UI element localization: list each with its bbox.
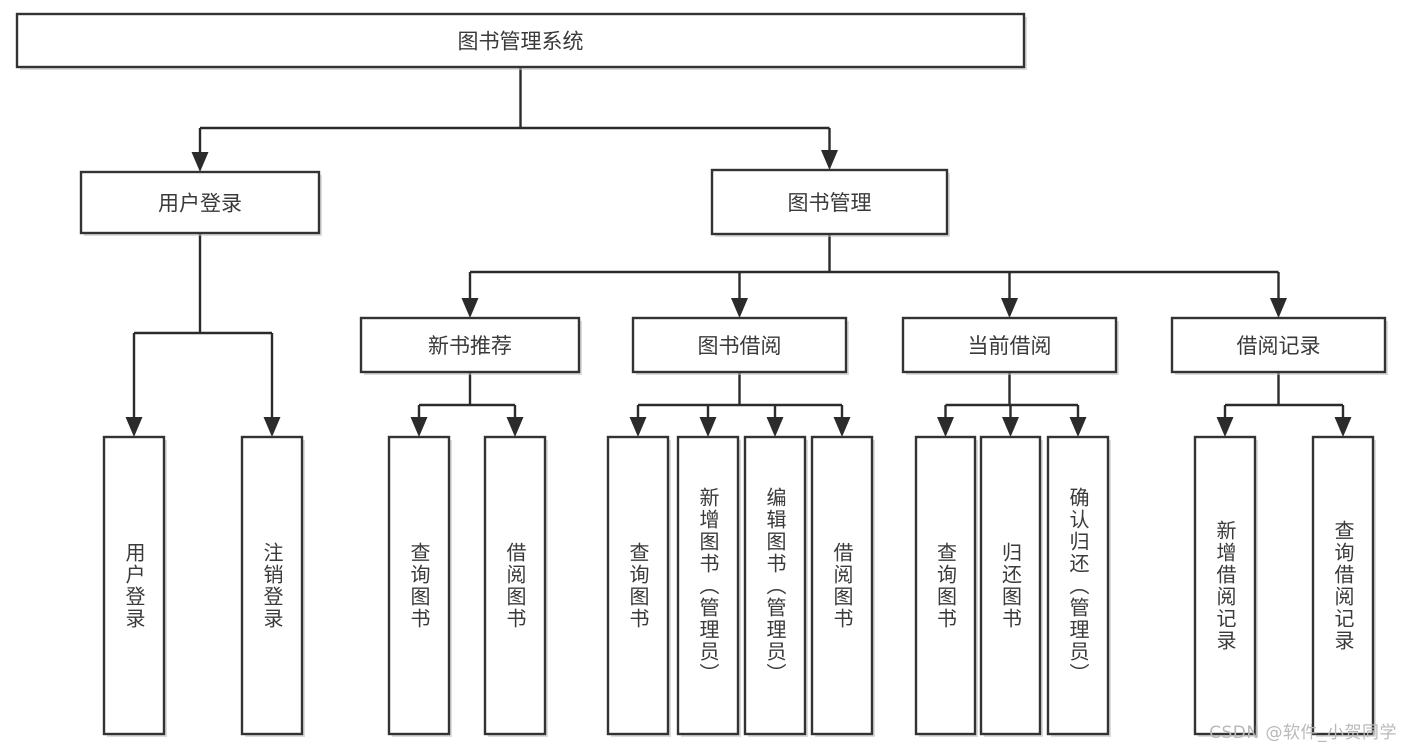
nodes-layer: 图书管理系统用户登录用户登录注销登录图书管理新书推荐查询图书借阅图书图书借阅查询…	[15, 12, 1388, 737]
book-manage-child-2-arrow-icon	[1001, 298, 1018, 318]
node-user-logout[interactable]: 注销登录	[240, 435, 305, 737]
group-3-leaf-0-arrow-icon	[1216, 417, 1234, 437]
node-label-wrap: 查询图书	[933, 541, 958, 630]
node-edit-book-admin[interactable]: 编辑图书（管理员）	[743, 435, 808, 737]
group-3-leaf-1-arrow-icon	[1334, 417, 1352, 437]
node-label: 查询图书	[933, 541, 958, 630]
node-book-borrow[interactable]: 图书借阅	[631, 316, 849, 375]
node-label: 图书管理系统	[458, 30, 584, 54]
node-label: 编辑图书（管理员）	[763, 486, 787, 685]
group-1-leaf-1-arrow-icon	[699, 417, 717, 437]
node-box[interactable]	[1170, 316, 1387, 374]
group-0-leaf-0-arrow-icon	[410, 417, 428, 437]
node-label: 注销登录	[260, 541, 284, 630]
node-label: 借阅图书	[830, 541, 854, 630]
book-manage-child-0-arrow-icon	[461, 298, 479, 318]
node-query-book-2[interactable]: 查询图书	[606, 435, 671, 737]
connectors-layer	[125, 67, 1352, 437]
group-1-leaf-3-arrow-icon	[833, 417, 851, 437]
node-label: 归还图书	[998, 541, 1023, 630]
node-box[interactable]	[901, 316, 1118, 374]
node-label-wrap: 借阅图书	[503, 541, 527, 630]
node-box[interactable]	[676, 435, 740, 736]
node-label-wrap: 查询图书	[407, 541, 431, 630]
user-login-child-1-arrow-icon	[263, 417, 281, 437]
node-current-borrow[interactable]: 当前借阅	[901, 316, 1119, 375]
root-to-book-manage-arrow-icon	[821, 150, 838, 170]
node-box[interactable]	[710, 168, 949, 236]
group-2-leaf-1-arrow-icon	[1002, 417, 1019, 437]
node-label: 当前借阅	[968, 334, 1052, 358]
node-box[interactable]	[387, 435, 451, 736]
group-2-leaf-0-arrow-icon	[937, 417, 954, 437]
node-label-wrap: 编辑图书（管理员）	[763, 486, 787, 685]
node-label-wrap: 新增图书（管理员）	[696, 486, 720, 685]
node-box[interactable]	[79, 170, 321, 235]
node-box[interactable]	[1311, 435, 1375, 736]
node-query-book-1[interactable]: 查询图书	[387, 435, 452, 737]
node-label-wrap: 查询图书	[626, 541, 650, 630]
node-label: 新增图书（管理员）	[696, 486, 720, 685]
node-label-wrap: 归还图书	[998, 541, 1023, 630]
node-query-borrow-record[interactable]: 查询借阅记录	[1311, 435, 1376, 737]
node-box[interactable]	[15, 12, 1026, 69]
node-label: 查询借阅记录	[1331, 519, 1355, 652]
node-label-wrap: 用户登录	[122, 541, 146, 630]
node-user-login[interactable]: 用户登录	[79, 170, 322, 236]
node-box[interactable]	[102, 435, 166, 736]
node-user-login-do[interactable]: 用户登录	[102, 435, 167, 737]
node-label: 用户登录	[158, 192, 242, 216]
node-box[interactable]	[743, 435, 807, 736]
node-label-wrap: 确认归还（管理员）	[1066, 486, 1090, 685]
node-box[interactable]	[359, 316, 581, 374]
book-manage-child-1-arrow-icon	[731, 298, 748, 318]
node-box[interactable]	[810, 435, 874, 736]
node-borrow-book-2[interactable]: 借阅图书	[810, 435, 875, 737]
node-box[interactable]	[1193, 435, 1257, 736]
group-1-leaf-2-arrow-icon	[766, 417, 784, 437]
node-box[interactable]	[1046, 435, 1110, 736]
node-label: 新书推荐	[428, 334, 512, 358]
node-query-book-3[interactable]: 查询图书	[914, 435, 978, 737]
node-label: 新增借阅记录	[1213, 519, 1237, 652]
node-box[interactable]	[914, 435, 977, 736]
node-box[interactable]	[606, 435, 670, 736]
node-label: 确认归还（管理员）	[1066, 486, 1090, 685]
node-new-book-recommend[interactable]: 新书推荐	[359, 316, 582, 375]
node-label: 查询图书	[407, 541, 431, 630]
node-label: 借阅图书	[503, 541, 527, 630]
node-add-borrow-record[interactable]: 新增借阅记录	[1193, 435, 1258, 737]
node-label-wrap: 借阅图书	[830, 541, 854, 630]
node-add-book-admin[interactable]: 新增图书（管理员）	[676, 435, 741, 737]
group-0-leaf-1-arrow-icon	[506, 417, 524, 437]
node-confirm-return-admin[interactable]: 确认归还（管理员）	[1046, 435, 1111, 737]
node-label: 图书借阅	[698, 334, 782, 358]
node-label: 查询图书	[626, 541, 650, 630]
book-manage-child-3-arrow-icon	[1270, 298, 1287, 318]
node-borrow-book-1[interactable]: 借阅图书	[483, 435, 548, 737]
node-label-wrap: 注销登录	[260, 541, 284, 630]
node-label: 借阅记录	[1237, 334, 1321, 358]
group-1-leaf-0-arrow-icon	[629, 417, 647, 437]
node-borrow-record[interactable]: 借阅记录	[1170, 316, 1388, 375]
group-2-leaf-2-arrow-icon	[1069, 417, 1087, 437]
node-return-book[interactable]: 归还图书	[979, 435, 1043, 737]
node-box[interactable]	[979, 435, 1042, 736]
node-box[interactable]	[483, 435, 547, 736]
node-book-manage[interactable]: 图书管理	[710, 168, 950, 237]
node-label-wrap: 查询借阅记录	[1331, 519, 1355, 652]
node-box[interactable]	[240, 435, 304, 736]
node-label: 图书管理	[788, 191, 872, 215]
node-label-wrap: 新增借阅记录	[1213, 519, 1237, 652]
node-label: 用户登录	[122, 541, 146, 630]
node-root[interactable]: 图书管理系统	[15, 12, 1027, 70]
node-box[interactable]	[631, 316, 848, 374]
user-login-child-0-arrow-icon	[125, 417, 143, 437]
root-to-user-login-arrow-icon	[191, 152, 209, 172]
